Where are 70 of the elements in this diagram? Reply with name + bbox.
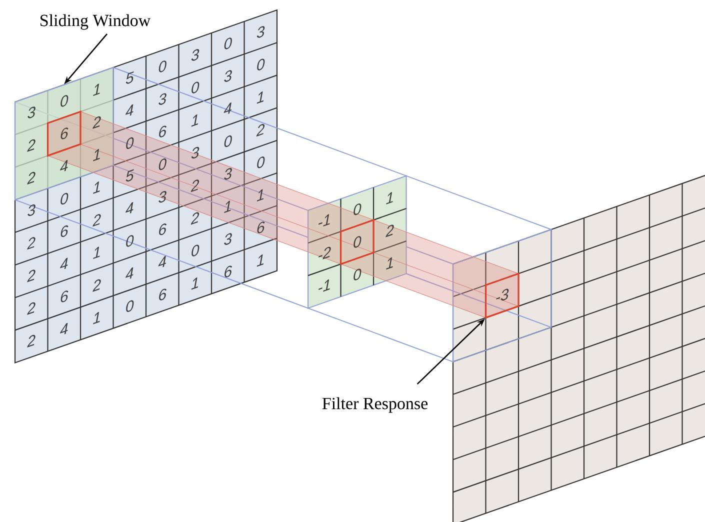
cell-value: 1	[256, 91, 264, 104]
cell-value: 0	[224, 38, 232, 50]
cell-value: 2	[92, 116, 101, 129]
annotation-label: Filter Response	[322, 397, 428, 413]
cell-value: 0	[354, 268, 362, 280]
cell-value: 1	[256, 189, 264, 202]
cell-value: 6	[159, 224, 167, 236]
cell-value: 3	[191, 49, 200, 61]
cell-value: 3	[224, 168, 232, 180]
cell-value: 2	[92, 279, 101, 292]
cell-value: 1	[93, 312, 100, 324]
cell-value: 2	[27, 302, 36, 315]
cell-value: 4	[126, 202, 134, 214]
cell-value: 1	[256, 254, 264, 267]
cell-value: 1	[93, 181, 100, 194]
cell-value: 0	[158, 60, 166, 72]
cell-value: 0	[224, 135, 232, 148]
cell-value: 2	[27, 139, 36, 152]
cell-value: 3	[224, 70, 232, 82]
cell-value: 0	[354, 204, 362, 216]
cell-value: 0	[60, 192, 68, 205]
cell-value: 1	[386, 257, 393, 270]
cell-value: 2	[27, 172, 36, 184]
cell-value: 0	[257, 58, 265, 70]
cell-value: 1	[93, 84, 100, 96]
cell-value: -1	[318, 214, 330, 227]
annotation-label: Sliding Window	[40, 14, 151, 30]
cell-value: 6	[257, 222, 265, 234]
cell-value: 4	[224, 102, 232, 114]
cell-value: 1	[93, 246, 100, 260]
cell-value: 2	[386, 224, 394, 238]
cell-value: 3	[158, 190, 166, 203]
cell-value: 2	[27, 237, 36, 250]
cell-value: 1	[224, 200, 231, 214]
cell-value: 0	[354, 236, 362, 248]
cell-value: 3	[256, 26, 265, 38]
cell-value: 2	[256, 124, 265, 137]
cell-value: 2	[27, 334, 36, 348]
cell-value: 1	[93, 148, 100, 162]
cell-value: 2	[92, 214, 101, 227]
cell-value: 6	[60, 225, 68, 238]
cell-value: 0	[126, 235, 134, 247]
cell-value: 0	[257, 156, 265, 168]
cell-value: 6	[60, 128, 68, 140]
cell-value: 3	[224, 233, 232, 245]
cell-value: 0	[126, 300, 134, 312]
cell-value: 4	[126, 267, 134, 279]
cell-value: 0	[158, 158, 166, 170]
cell-value: 2	[190, 212, 200, 225]
cell-value: 4	[60, 322, 68, 334]
cell-value: 2	[27, 270, 36, 282]
cell-value: 4	[60, 160, 68, 172]
cell-value: 1	[386, 192, 393, 204]
cell-value: -1	[318, 279, 330, 292]
cell-value: -2	[318, 246, 331, 260]
cell-value: 4	[60, 258, 68, 270]
cell-value: 1	[191, 114, 198, 127]
cell-value: 6	[159, 126, 167, 138]
cell-value: 6	[159, 288, 167, 300]
cell-value: 3	[191, 146, 200, 159]
cell-value: 3	[158, 93, 166, 105]
cell-value: 0	[192, 244, 200, 256]
cell-value: 4	[158, 256, 166, 268]
cell-value: 6	[224, 266, 232, 278]
cell-value: 1	[191, 277, 198, 290]
cell-value: 0	[60, 95, 68, 107]
cell-value: 6	[60, 290, 68, 302]
cell-value: 3	[28, 106, 36, 118]
cell-value: 0	[192, 82, 200, 94]
cell-value: 2	[190, 180, 200, 192]
